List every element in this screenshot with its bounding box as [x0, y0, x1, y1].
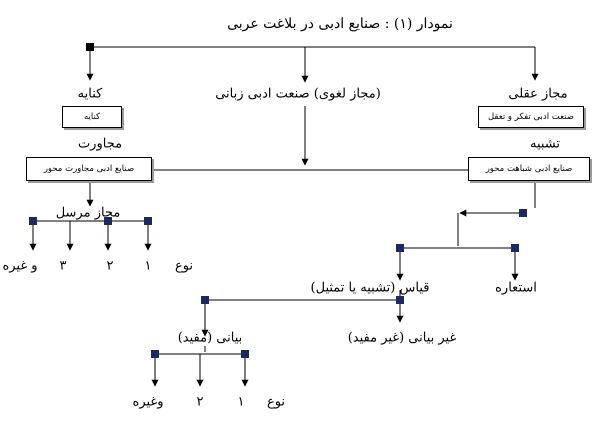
label-mojaverat: مجاورت [77, 136, 123, 152]
shebahat-node [519, 209, 527, 217]
label-one-1: ۱ [144, 258, 152, 274]
label-two-2: ۲ [196, 394, 204, 410]
box-mojaverat: صنایع ادبی مجاورت محور [26, 157, 152, 181]
label-lughavi-branch: (مجاز لغوی) صنعت ادبی زبانی [215, 86, 381, 102]
label-etc-1: و غیره [2, 258, 38, 274]
diagram-title: نمودار (۱) : صنایع ادبی در بلاغت عربی [227, 16, 453, 32]
box-kenaye: کنایه [62, 106, 122, 128]
esteare-node [511, 244, 519, 252]
label-tashbih: تشبیه [529, 136, 561, 152]
qiyas-node [396, 244, 404, 252]
types2-node-1 [151, 350, 159, 358]
label-three-1: ۳ [59, 258, 67, 274]
label-one-2: ۱ [237, 394, 245, 410]
label-no-2: نوع [266, 394, 286, 410]
gheyr-bayani-node [396, 296, 404, 304]
box-aql: صنعت ادبی تفکر و تعقل [478, 106, 584, 128]
label-kenaye-branch: کنایه [77, 86, 103, 102]
morsal-node-2 [104, 217, 112, 225]
types2-node-2 [241, 350, 249, 358]
morsal-node-3 [144, 217, 152, 225]
label-aqli-branch: مجاز عقلی [508, 86, 568, 102]
root-node [86, 43, 94, 51]
label-gheyr-bayani: غیر بیانی (غیر مفید) [347, 330, 457, 346]
label-qiyas: قیاس (تشبیه یا تمثیل) [310, 280, 430, 296]
label-two-1: ۲ [106, 258, 114, 274]
label-esteare: استعاره [495, 280, 537, 296]
label-etc-2: وغیره [132, 394, 164, 410]
label-no-1: نوع [174, 258, 194, 274]
box-shebahat: صنایع ادبی شباهت محور [468, 157, 590, 181]
morsal-node-1 [29, 217, 37, 225]
label-bayani: بیانی (مفید) [177, 330, 243, 346]
label-majaz-morsal: مجاز مرسل [55, 205, 121, 221]
bayani-bar-node [201, 296, 209, 304]
